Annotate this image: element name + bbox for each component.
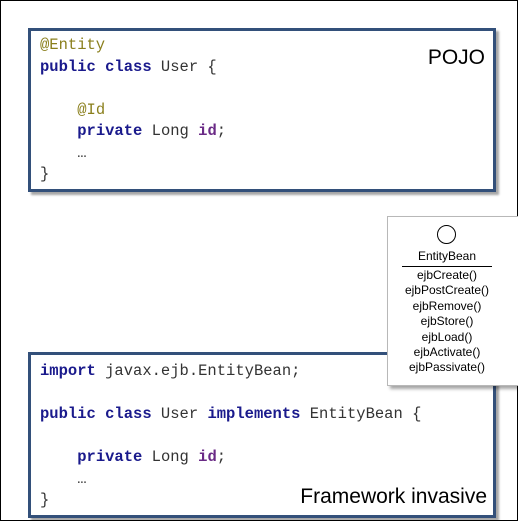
code-line [40, 78, 226, 100]
code-text: EntityBean { [300, 405, 422, 423]
pojo-label: POJO [427, 46, 485, 69]
uml-method: ejbActivate() [413, 345, 481, 360]
code-text: … [40, 469, 87, 488]
entitybean-uml-class: EntityBean ejbCreate() ejbPostCreate() e… [387, 216, 518, 386]
code-text: … [40, 143, 87, 162]
uml-method: ejbPostCreate() [404, 283, 490, 298]
code-line [40, 426, 421, 448]
code-text: } [40, 165, 50, 183]
code-line: public class User implements EntityBean … [40, 404, 421, 426]
uml-separator [402, 266, 492, 267]
uml-method: ejbRemove() [412, 298, 482, 313]
keyword: private [77, 448, 143, 466]
uml-method-list: ejbCreate() ejbPostCreate() ejbRemove() … [388, 268, 506, 376]
code-line: private Long id; [40, 121, 226, 143]
code-text: } [40, 491, 50, 509]
keyword: private [77, 122, 143, 140]
code-text: Long [142, 122, 199, 140]
code-line [40, 383, 421, 405]
interface-circle-icon [437, 225, 456, 244]
code-text: ; [216, 122, 227, 140]
code-line: import javax.ejb.EntityBean; [40, 361, 421, 383]
code-line: @Entity [40, 35, 226, 57]
code-line: } [40, 164, 226, 186]
uml-class-name: EntityBean [417, 249, 477, 263]
keyword: implements [207, 405, 301, 423]
code-text: javax.ejb.EntityBean; [95, 362, 301, 380]
keyword: public class [40, 405, 152, 423]
uml-method: ejbPassivate() [408, 360, 486, 375]
code-text: Long [142, 448, 199, 466]
code-line: @Id [40, 100, 226, 122]
uml-method: ejbStore() [420, 314, 474, 329]
code-line: … [40, 143, 226, 165]
indent [40, 122, 77, 140]
code-line: private Long id; [40, 447, 421, 469]
indent [40, 448, 77, 466]
field-name: id [198, 122, 217, 140]
code-line: public class User { [40, 57, 226, 79]
annotation: @Id [77, 100, 106, 119]
field-name: id [198, 448, 217, 466]
annotation: @Entity [40, 36, 106, 54]
keyword: import [40, 362, 96, 380]
code-line: } [40, 490, 421, 512]
framework-invasive-label: Framework invasive [300, 485, 487, 508]
pojo-code-box: @Entity public class User { @Id private L… [28, 28, 496, 192]
code-text: User [151, 405, 208, 423]
framework-code: import javax.ejb.EntityBean; public class… [40, 361, 421, 512]
code-text: ; [216, 448, 227, 466]
keyword: public class [40, 57, 152, 76]
code-line: … [40, 469, 421, 491]
uml-method: ejbLoad() [421, 329, 473, 344]
code-text: User { [151, 57, 217, 76]
uml-method: ejbCreate() [416, 268, 478, 282]
pojo-code: @Entity public class User { @Id private L… [40, 35, 226, 186]
indent [40, 101, 77, 119]
